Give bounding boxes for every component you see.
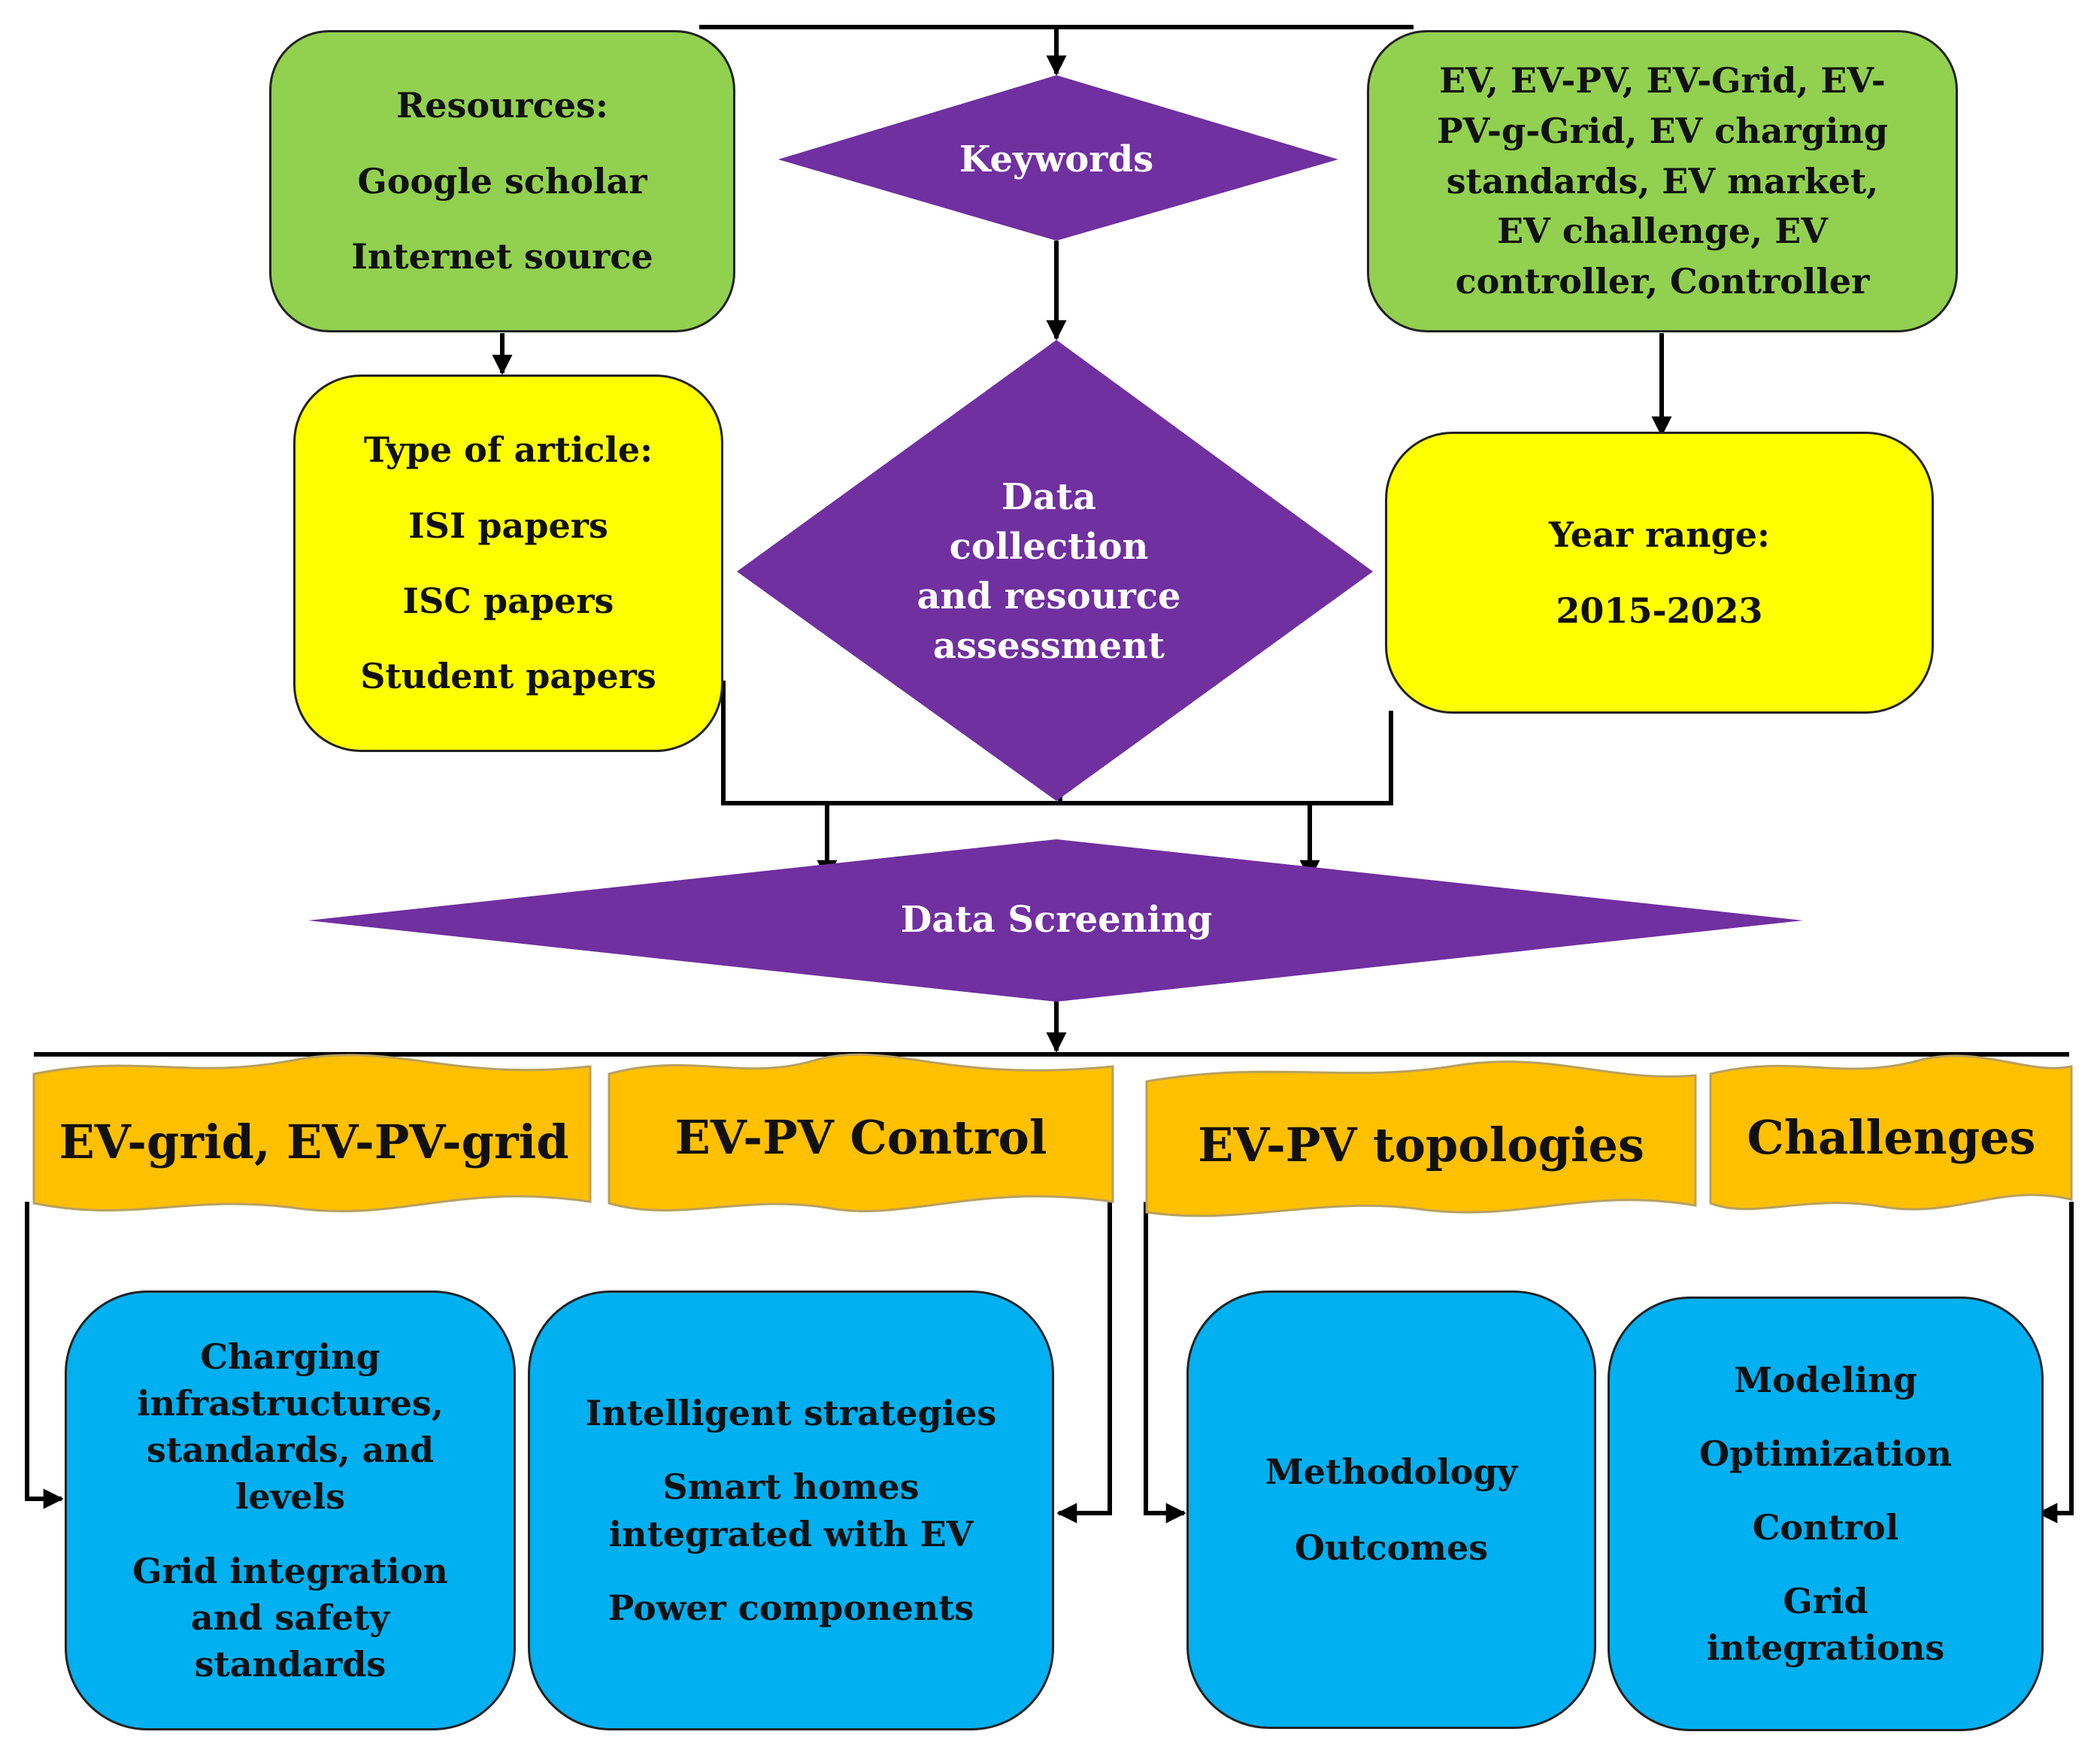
detail-line: integrations — [1706, 1627, 1945, 1669]
detail-line: standards — [194, 1643, 386, 1685]
keywords-line: standards, EV market, — [1446, 160, 1879, 202]
connector-cat-1 — [25, 1202, 64, 1509]
collection-line: Data — [1002, 475, 1096, 518]
article-title: Type of article: — [363, 429, 653, 471]
detail-topologies-box: Methodology Outcomes — [1186, 1290, 1596, 1729]
banner-topologies — [1145, 1060, 1697, 1218]
detail-line: and safety — [190, 1597, 390, 1638]
detail-line: Smart homes — [662, 1466, 920, 1508]
category-grid: EV-grid, EV-PV-grid — [59, 1115, 569, 1169]
detail-line: Outcomes — [1294, 1527, 1489, 1568]
banner-challenges — [1709, 1054, 2073, 1211]
data-screening-label: Data Screening — [900, 898, 1213, 941]
resources-box: Resources: Google scholar Internet sourc… — [269, 30, 735, 332]
year-title: Year range: — [1548, 514, 1771, 556]
article-item: ISI papers — [408, 505, 608, 546]
detail-line: Optimization — [1699, 1433, 1952, 1474]
banner-grid — [32, 1054, 592, 1212]
banner-control — [608, 1053, 1114, 1213]
detail-line: Power components — [608, 1587, 974, 1628]
data-collection-label: Data collection and resource assessment — [857, 466, 1241, 677]
keywords-line: EV, EV-PV, EV-Grid, EV- — [1439, 60, 1886, 102]
resources-title: Resources: — [396, 85, 608, 126]
detail-line: Intelligent strategies — [585, 1393, 997, 1434]
detail-line: levels — [235, 1476, 346, 1518]
resources-item: Internet source — [351, 236, 653, 278]
detail-line: Grid — [1783, 1581, 1868, 1622]
keywords-line: controller, Controller — [1455, 261, 1870, 302]
collection-line: assessment — [932, 625, 1165, 668]
year-range-box: Year range: 2015-2023 — [1385, 432, 1934, 714]
connector-cat-4 — [2037, 1202, 2074, 1524]
category-topologies: EV-PV topologies — [1198, 1118, 1644, 1172]
category-challenges: Challenges — [1747, 1110, 2036, 1165]
detail-line: Control — [1752, 1506, 1899, 1548]
connector-cat-3 — [1144, 1202, 1186, 1524]
resources-item: Google scholar — [357, 160, 647, 202]
detail-line: Grid integration — [132, 1550, 448, 1591]
data-collection-diamond — [737, 340, 1373, 801]
keywords-label: Keywords — [959, 138, 1154, 180]
data-screening-diamond — [308, 839, 1803, 1002]
article-type-box: Type of article: ISI papers ISC papers S… — [293, 375, 723, 752]
detail-line: infrastructures, — [137, 1383, 444, 1424]
keywords-line: PV-g-Grid, EV charging — [1437, 110, 1888, 151]
collection-line: collection — [949, 525, 1149, 568]
year-value: 2015-2023 — [1556, 590, 1763, 631]
connector-cat-2 — [1056, 1202, 1112, 1524]
detail-line: Modeling — [1734, 1359, 1917, 1400]
category-control: EV-PV Control — [674, 1110, 1047, 1165]
detail-control-box: Intelligent strategies Smart homes integ… — [528, 1290, 1054, 1730]
collection-bracket — [721, 681, 1393, 805]
detail-line: integrated with EV — [608, 1513, 974, 1554]
detail-line: Methodology — [1265, 1451, 1518, 1493]
collection-line: and resource — [917, 575, 1181, 617]
detail-grid-box: Charging infrastructures, standards, and… — [65, 1290, 516, 1730]
keywords-line: EV challenge, EV — [1497, 211, 1828, 252]
article-item: Student papers — [360, 656, 656, 697]
detail-challenges-box: Modeling Optimization Control Grid integ… — [1608, 1297, 2044, 1731]
keywords-list-box: EV, EV-PV, EV-Grid, EV- PV-g-Grid, EV ch… — [1367, 30, 1958, 332]
detail-line: Charging — [200, 1336, 380, 1378]
keywords-diamond — [778, 75, 1338, 241]
article-item: ISC papers — [402, 581, 614, 621]
detail-line: standards, and — [146, 1430, 435, 1471]
